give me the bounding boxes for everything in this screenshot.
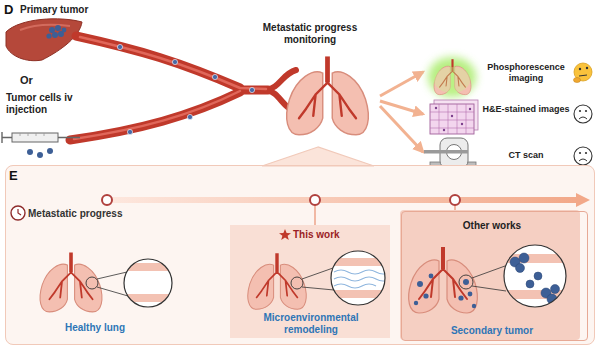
part-label: Metastatic progress monitoring xyxy=(250,22,370,46)
part-label: Or xyxy=(20,74,33,87)
part-label: Primary tumor xyxy=(20,4,110,16)
stage-label: Secondary tumor xyxy=(412,325,572,337)
stage-label: Microenvironmental remodeling xyxy=(241,312,381,336)
highlight-box: Other worksSecondary tumor xyxy=(401,211,588,341)
axis-label: Metastatic progress xyxy=(28,208,138,220)
panel-letter: D xyxy=(4,2,13,17)
method-label: CT scan xyxy=(482,150,570,161)
method-label: Phosphorescence imaging xyxy=(482,62,570,84)
highlight-box: This workMicroenvironmental remodeling xyxy=(231,226,391,339)
panel-letter: E xyxy=(9,168,18,183)
box-heading: This work xyxy=(293,229,383,241)
method-label: H&E-stained images xyxy=(482,104,570,115)
panel-box: EThis workMicroenvironmental remodelingO… xyxy=(5,165,595,345)
box-heading: Other works xyxy=(402,220,582,232)
stage-label: Healthy lung xyxy=(40,322,150,334)
part-label: Tumor cells iv injection xyxy=(6,92,78,116)
